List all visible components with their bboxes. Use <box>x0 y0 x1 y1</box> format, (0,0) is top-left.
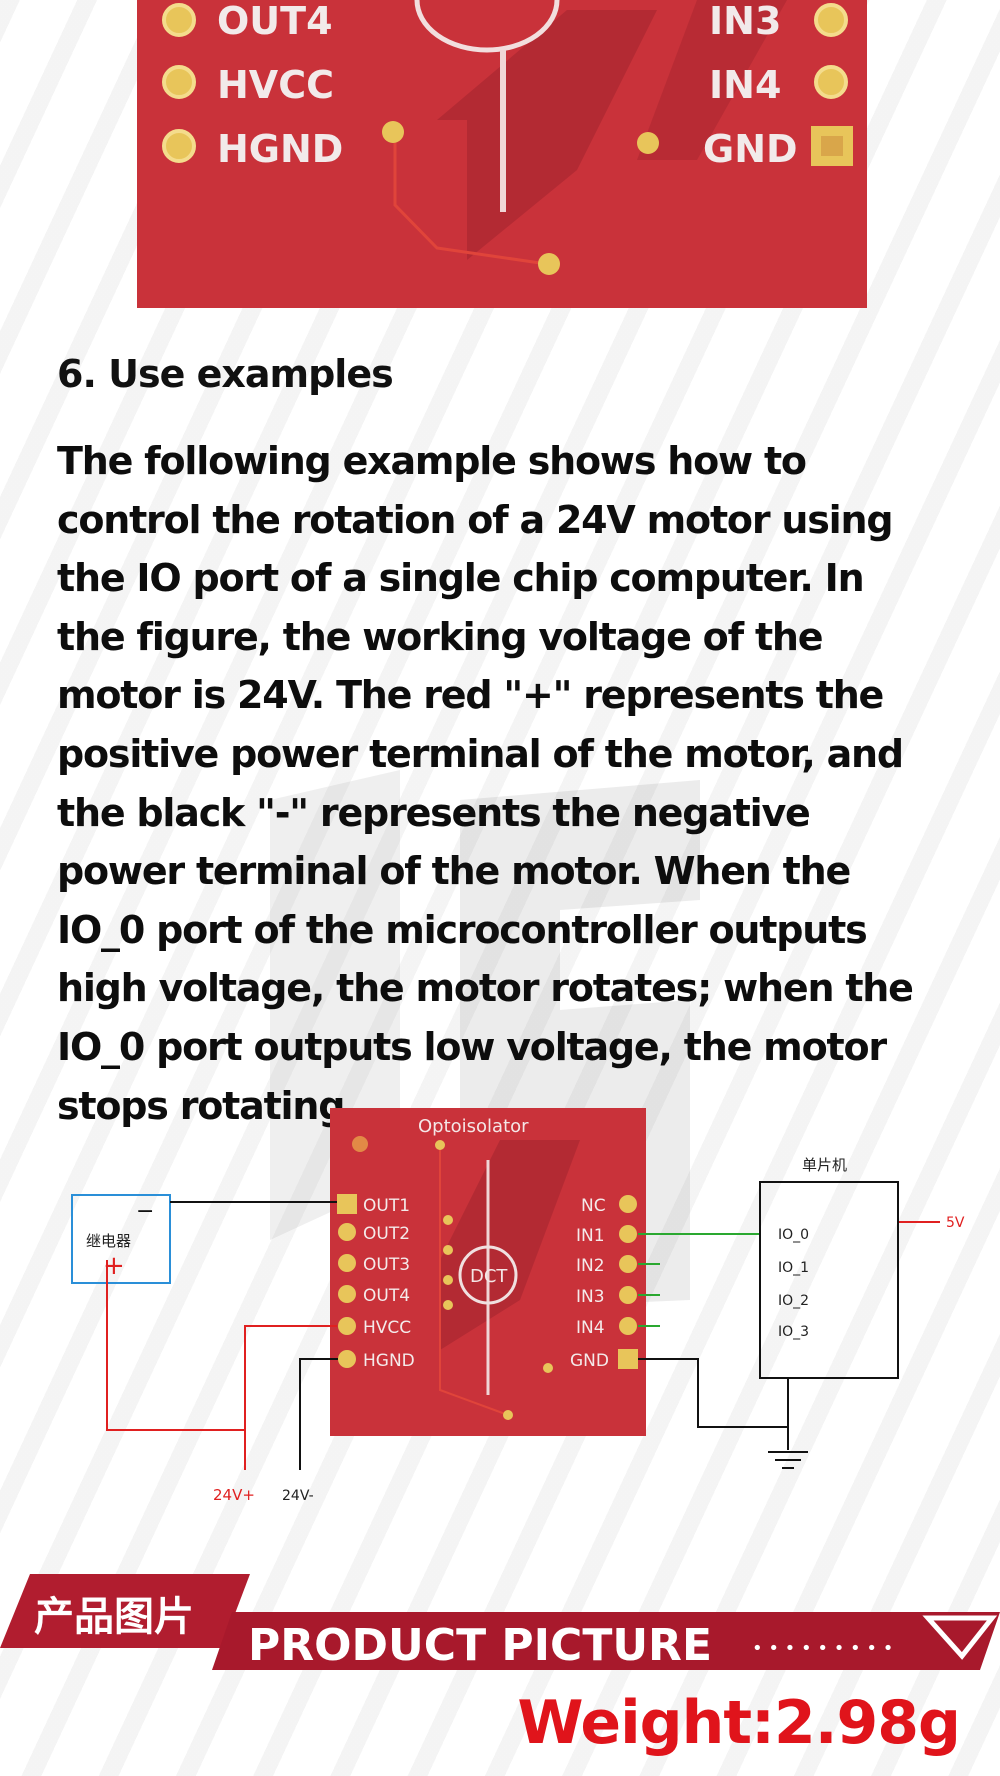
mcu-pin-3: IO_2 <box>778 1293 809 1309</box>
product-picture-banner: 产品图片 PRODUCT PICTURE • • • • • • • • • <box>0 1574 1000 1670</box>
mcu-pin-4: IO_3 <box>778 1324 809 1340</box>
module-right-pads <box>618 1195 638 1369</box>
wiring-diagram: Optoisolator DCT OUT1 OUT2 OUT3 OUT4 HVC… <box>71 1108 965 1504</box>
top-left-pin-3: HGND <box>217 127 343 171</box>
banner-cn-title: 产品图片 <box>34 1594 194 1640</box>
banner-en-title: PRODUCT PICTURE <box>248 1620 712 1670</box>
module-left-pin-2: OUT2 <box>363 1224 410 1244</box>
relay-label: 继电器 <box>86 1232 131 1250</box>
top-right-pin-3: GND <box>703 127 798 171</box>
top-right-pads <box>811 3 853 166</box>
module-right-pin-3: IN2 <box>576 1256 605 1276</box>
relay-minus: − <box>136 1199 154 1224</box>
module-left-pin-1: OUT1 <box>363 1196 410 1216</box>
module-left-pin-5: HVCC <box>363 1318 411 1338</box>
top-right-pin-2: IN4 <box>709 63 781 107</box>
module-logo: DCT <box>470 1266 508 1287</box>
module-right-pin-6: GND <box>570 1351 609 1371</box>
module-right-pin-1: NC <box>581 1196 606 1216</box>
module-left-pin-4: OUT4 <box>363 1286 410 1306</box>
module-right-pin-5: IN4 <box>576 1318 605 1338</box>
supply-24v-minus-label: 24V- <box>282 1488 314 1504</box>
section-heading: 6. Use examples <box>57 352 394 396</box>
banner-dots: • • • • • • • • • <box>752 1638 893 1659</box>
supply-24v-plus-label: 24V+ <box>213 1486 255 1504</box>
section-paragraph: The following example shows how to contr… <box>57 439 914 1128</box>
top-left-pin-1: OUT4 <box>217 0 333 43</box>
module-left-pin-6: HGND <box>363 1351 415 1371</box>
module-right-pin-4: IN3 <box>576 1287 605 1307</box>
top-left-pin-2: HVCC <box>217 63 334 107</box>
module-left-pin-3: OUT3 <box>363 1255 410 1275</box>
mcu-pin-1: IO_0 <box>778 1227 809 1243</box>
mcu-pin-2: IO_1 <box>778 1260 809 1276</box>
module-right-pin-2: IN1 <box>576 1226 605 1246</box>
relay-plus: + <box>103 1251 125 1281</box>
supply-5v-label: 5V <box>946 1215 965 1231</box>
module-title: Optoisolator <box>418 1116 529 1137</box>
top-board-image: OUT4 HVCC HGND IN3 IN4 GND <box>137 0 867 308</box>
top-right-pin-1: IN3 <box>709 0 781 43</box>
mcu-label: 单片机 <box>802 1156 847 1174</box>
dct-logo <box>458 1245 518 1305</box>
top-left-pads <box>162 3 196 163</box>
product-weight: Weight:2.98g <box>517 1688 961 1758</box>
mcu-box <box>759 1181 899 1379</box>
relay-box <box>71 1194 171 1284</box>
module-left-pads <box>337 1194 357 1368</box>
